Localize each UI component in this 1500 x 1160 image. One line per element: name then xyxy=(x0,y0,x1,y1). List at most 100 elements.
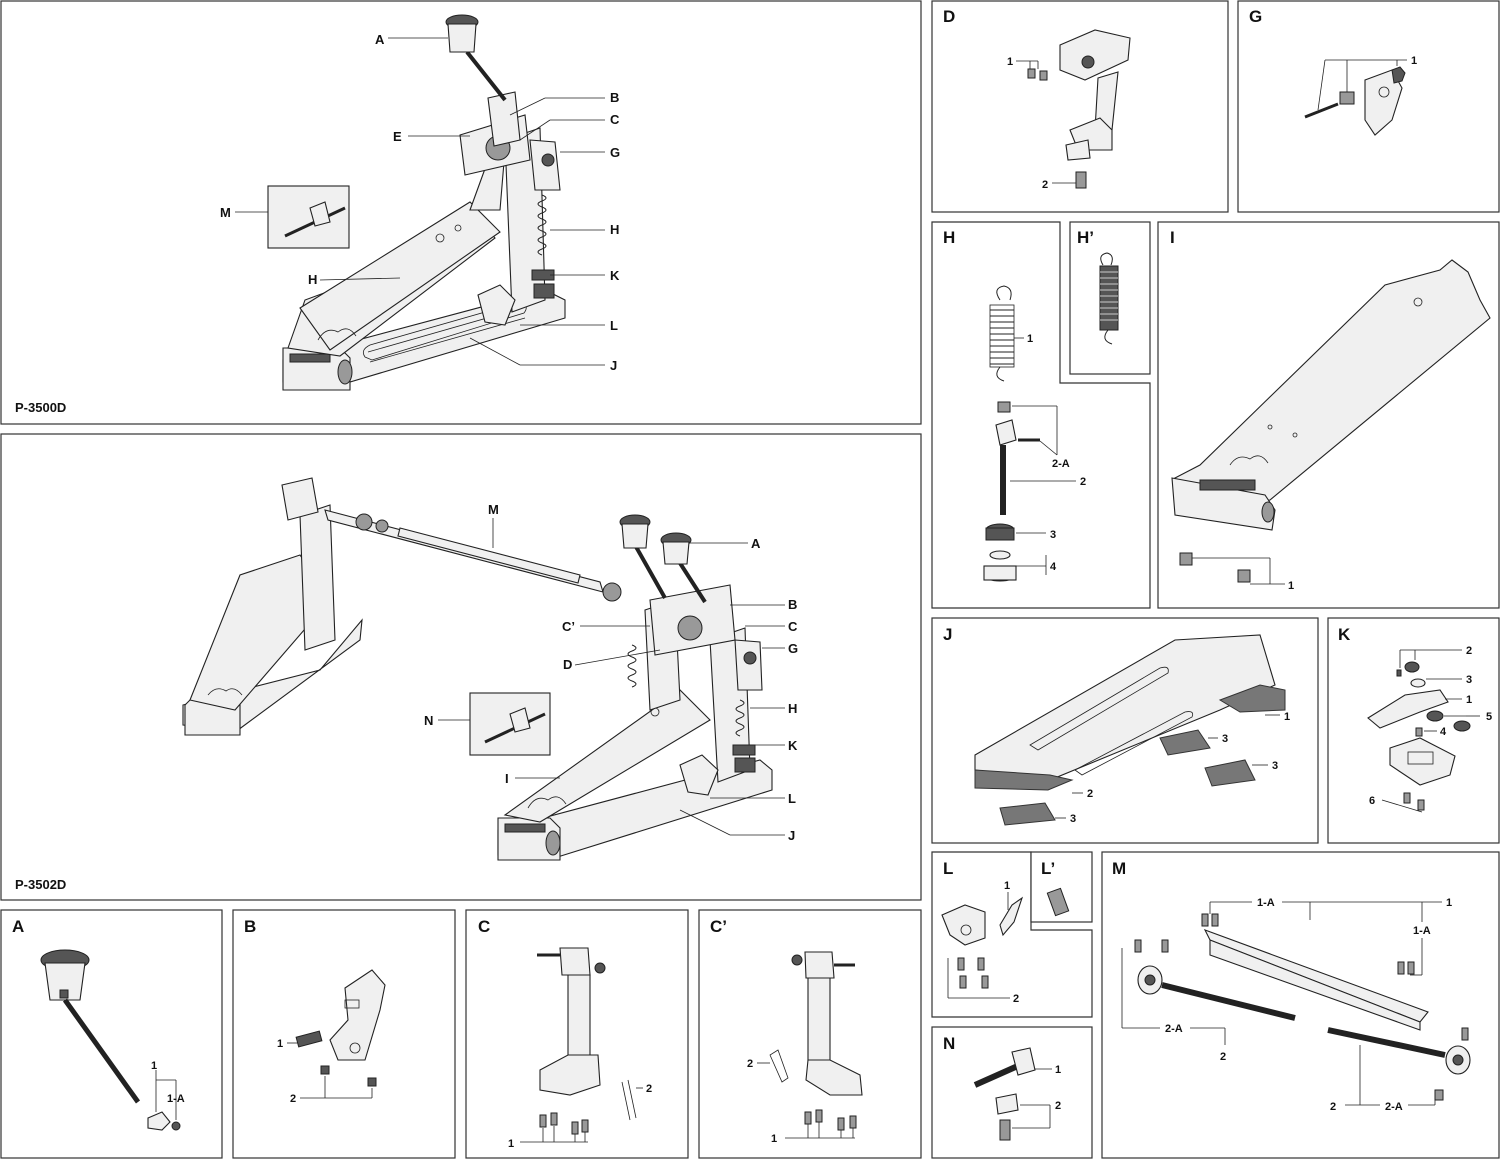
panel-m-label-2a-right: 2-A xyxy=(1385,1101,1403,1113)
callout-h-left: H xyxy=(308,272,317,287)
callout-n: N xyxy=(424,713,433,728)
callout-c: C xyxy=(610,112,620,127)
panel-a-drawing xyxy=(40,949,181,1131)
panel-i-title: I xyxy=(1170,228,1175,247)
callout-a: A xyxy=(375,32,385,47)
panel-l-drawing xyxy=(941,892,1024,999)
p3500d-callout-labels: A B C E G M H H K L J P-3500D xyxy=(15,32,620,415)
panel-j-label-3c: 3 xyxy=(1070,813,1076,825)
panel-m xyxy=(1101,851,1500,1159)
callout-b: B xyxy=(788,597,797,612)
p3502d-callout-leaders xyxy=(438,518,785,836)
callout-l: L xyxy=(788,791,796,806)
model-label-p3502d: P-3502D xyxy=(15,877,66,892)
callout-g: G xyxy=(788,641,798,656)
panel-m-drawing xyxy=(1121,901,1471,1106)
panel-d-title: D xyxy=(943,7,955,26)
panel-l-prime-title: L’ xyxy=(1041,859,1055,878)
panel-h-drawing xyxy=(983,285,1076,582)
panel-k-drawing xyxy=(1367,649,1480,813)
panel-j-drawing xyxy=(974,634,1286,826)
panel-c-prime-label-2: 2 xyxy=(747,1058,753,1070)
panel-h-label-2: 2 xyxy=(1080,476,1086,488)
panel-c-prime-label-1: 1 xyxy=(771,1133,777,1145)
panel-g-drawing xyxy=(1304,59,1407,136)
panel-m-label-1: 1 xyxy=(1446,897,1452,909)
panel-k-label-6: 6 xyxy=(1369,795,1375,807)
callout-k: K xyxy=(788,738,798,753)
panel-b-label-2: 2 xyxy=(290,1093,296,1105)
panel-c-prime-title: C’ xyxy=(710,917,727,936)
panel-b-drawing xyxy=(287,969,386,1099)
panel-a-label-1a: 1-A xyxy=(167,1093,185,1105)
panel-c-prime-drawing xyxy=(757,951,863,1139)
panel-l-prime-drawing xyxy=(1046,887,1070,917)
panel-i-drawing xyxy=(1171,259,1491,585)
callout-m: M xyxy=(220,205,231,220)
callout-c: C xyxy=(788,619,798,634)
panel-n xyxy=(931,1026,1093,1159)
p3500d-callout-leaders xyxy=(235,37,605,366)
panel-k-label-4: 4 xyxy=(1440,726,1447,738)
panel-a-title: A xyxy=(12,917,24,936)
panel-m-label-1a-right: 1-A xyxy=(1413,925,1431,937)
panel-j-label-3a: 3 xyxy=(1222,733,1228,745)
panel-c-label-2: 2 xyxy=(646,1083,652,1095)
panel-g-label-1: 1 xyxy=(1411,55,1417,67)
panel-j-label-1: 1 xyxy=(1284,711,1290,723)
callout-d: D xyxy=(563,657,572,672)
panel-h-label-1: 1 xyxy=(1027,333,1033,345)
callout-m: M xyxy=(488,502,499,517)
panel-h-label-4: 4 xyxy=(1050,561,1057,573)
callout-h: H xyxy=(788,701,797,716)
callout-c-prime: C’ xyxy=(562,619,575,634)
panel-d-label-2: 2 xyxy=(1042,179,1048,191)
p3502d-pedal-drawing xyxy=(182,477,773,861)
panel-m-label-2-left: 2 xyxy=(1220,1051,1226,1063)
panel-n-title: N xyxy=(943,1034,955,1053)
panel-d-drawing xyxy=(1016,29,1131,189)
panel-n-label-1: 1 xyxy=(1055,1064,1061,1076)
p3502d-callout-labels: M A B C’ C D G N H I K L J P-3502D xyxy=(15,502,798,892)
panel-j-label-2: 2 xyxy=(1087,788,1093,800)
panel-g-title: G xyxy=(1249,7,1262,26)
panel-l-label-1: 1 xyxy=(1004,880,1010,892)
panel-k-title: K xyxy=(1338,625,1351,644)
callout-b: B xyxy=(610,90,619,105)
callout-h-right: H xyxy=(610,222,619,237)
panel-i-label-1: 1 xyxy=(1288,580,1294,592)
p3500d-pedal-drawing xyxy=(267,14,566,391)
panel-c-title: C xyxy=(478,917,490,936)
panel-c-drawing xyxy=(520,947,643,1143)
callout-j: J xyxy=(788,828,795,843)
callout-g: G xyxy=(610,145,620,160)
panel-k xyxy=(1327,617,1500,844)
panel-h-prime-drawing xyxy=(1099,252,1119,345)
panel-b-label-1: 1 xyxy=(277,1038,283,1050)
panel-l-title: L xyxy=(943,859,953,878)
panel-n-drawing xyxy=(973,1047,1052,1141)
panel-h-title: H xyxy=(943,228,955,247)
callout-k: K xyxy=(610,268,620,283)
panel-h-prime-title: H’ xyxy=(1077,228,1094,247)
panel-m-label-2a-left: 2-A xyxy=(1165,1023,1183,1035)
panel-p3502d xyxy=(0,433,922,901)
panel-h-label-3: 3 xyxy=(1050,529,1056,541)
panel-d-label-1: 1 xyxy=(1007,56,1013,68)
panel-m-label-1a-top: 1-A xyxy=(1257,897,1275,909)
panel-j-label-3b: 3 xyxy=(1272,760,1278,772)
panel-k-label-2: 2 xyxy=(1466,645,1472,657)
model-label-p3500d: P-3500D xyxy=(15,400,66,415)
panel-h-label-2a: 2-A xyxy=(1052,458,1070,470)
panel-h xyxy=(931,221,1151,609)
panel-k-label-1: 1 xyxy=(1466,694,1472,706)
callout-e: E xyxy=(393,129,402,144)
panel-c-label-1: 1 xyxy=(508,1138,514,1150)
panel-b-title: B xyxy=(244,917,256,936)
panel-n-label-2: 2 xyxy=(1055,1100,1061,1112)
callout-l: L xyxy=(610,318,618,333)
panel-m-label-2-right: 2 xyxy=(1330,1101,1336,1113)
callout-a: A xyxy=(751,536,761,551)
panel-a xyxy=(0,909,223,1159)
